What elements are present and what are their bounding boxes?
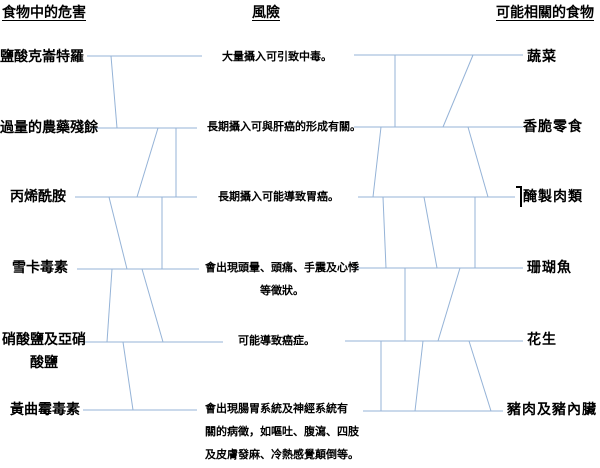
connector-line bbox=[442, 54, 474, 128]
hazard-item-acrylamide[interactable]: 丙烯酰胺 bbox=[10, 190, 66, 205]
connector-line bbox=[106, 268, 113, 343]
hazard-item-clenbuterol[interactable]: 鹽酸克崙特羅 bbox=[0, 50, 84, 65]
food-item-crispy-snacks[interactable]: 香脆零食 bbox=[523, 120, 583, 135]
connector-line bbox=[141, 268, 164, 343]
hazard-item-pesticide-residue[interactable]: 過量的農藥殘餘 bbox=[0, 121, 98, 136]
hazard-item-ciguatoxin[interactable]: 雪卡毒素 bbox=[12, 261, 68, 276]
risk-item-poisoning[interactable]: 大量攝入可引致中毒。 bbox=[222, 51, 332, 63]
connector-line bbox=[382, 196, 387, 269]
connector-line bbox=[372, 126, 382, 198]
risk-item-liver-cancer[interactable]: 長期攝入可與肝癌的形成有關。 bbox=[207, 121, 361, 133]
food-item-pork-offal[interactable]: 豬肉及豬內臟 bbox=[507, 403, 597, 418]
risk-item-cancer[interactable]: 可能導致癌症。 bbox=[238, 335, 315, 347]
food-item-peanuts[interactable]: 花生 bbox=[527, 333, 557, 348]
connector-line bbox=[423, 196, 438, 269]
connector-line bbox=[414, 340, 424, 412]
risk-item-dizziness-palpitations[interactable]: 會出現頭暈、頭痛、手震及心悸 等徵狀。 bbox=[205, 262, 359, 297]
column-header-foods: 可能相關的食物 bbox=[496, 6, 594, 21]
connector-line bbox=[437, 267, 461, 342]
hazard-item-nitrates[interactable]: 硝酸鹽及亞硝 酸鹽 bbox=[2, 333, 86, 371]
risk-item-gi-nervous-symptoms[interactable]: 會出現腸胃系統及神經系統有 關的病徵，如嘔吐、腹瀉、四肢 及皮膚發麻、冷熱感覺顛… bbox=[205, 403, 359, 461]
connector-line bbox=[467, 126, 489, 198]
food-item-cured-meats[interactable]: 醃製肉類 bbox=[523, 190, 583, 205]
food-item-vegetables[interactable]: 蔬菜 bbox=[527, 50, 557, 65]
text-cursor bbox=[516, 186, 522, 207]
column-header-risks: 風險 bbox=[252, 6, 280, 21]
column-header-hazards: 食物中的危害 bbox=[2, 6, 86, 21]
food-item-coral-fish[interactable]: 珊瑚魚 bbox=[527, 261, 572, 276]
connector-line bbox=[468, 340, 492, 412]
risk-item-stomach-cancer[interactable]: 長期攝入可能導致胃癌。 bbox=[218, 191, 339, 203]
connector-line bbox=[110, 55, 118, 129]
connector-line bbox=[136, 127, 159, 198]
connector-line bbox=[108, 196, 128, 270]
connector-line bbox=[122, 341, 134, 411]
hazard-item-aflatoxin[interactable]: 黃曲霉毒素 bbox=[10, 403, 80, 418]
